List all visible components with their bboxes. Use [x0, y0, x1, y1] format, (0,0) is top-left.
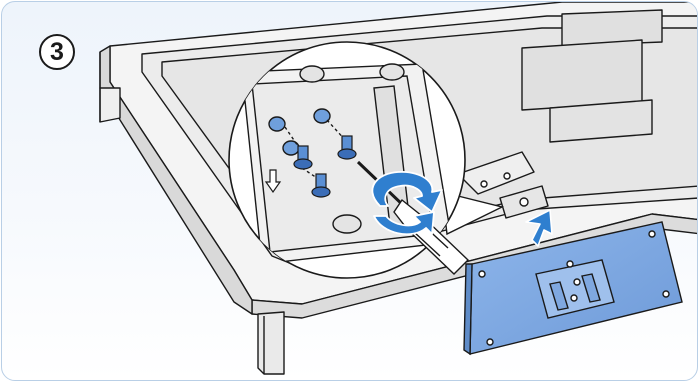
down-arrow-icon [264, 169, 282, 194]
insert-arrow-icon [525, 209, 553, 247]
rotate-arrow-icon [371, 171, 443, 236]
stand-base-plate [463, 221, 683, 356]
screwdriver-icon [356, 160, 470, 275]
screw-icon [293, 135, 357, 198]
zoom-detail-circle [228, 41, 470, 279]
step-number-badge: 3 [39, 34, 75, 70]
